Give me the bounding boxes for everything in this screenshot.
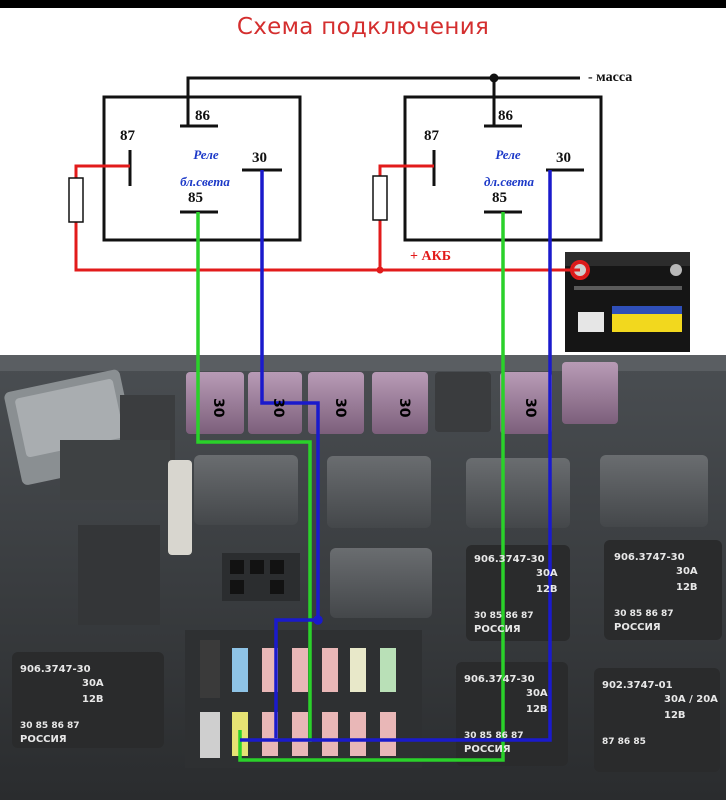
- diagram-title: Схема подключения: [236, 14, 490, 40]
- battery-photo: [565, 252, 690, 352]
- relay-current: 30A: [526, 688, 548, 699]
- relay-voltage: 12B: [536, 584, 558, 595]
- relay-current: 30A: [676, 566, 698, 577]
- relay-pins: 30 85 86 87: [474, 611, 534, 621]
- relay2-pin87: 87: [424, 128, 439, 144]
- fuse-rating: 30: [522, 398, 538, 418]
- fuse-rating: 30: [332, 398, 348, 418]
- relay-voltage: 12B: [82, 694, 104, 705]
- relay1-name-line1: Реле: [193, 147, 219, 162]
- relay2-pin85: 85: [492, 190, 507, 206]
- relay1-pin87: 87: [120, 128, 135, 144]
- relay-photo-1: [12, 652, 164, 748]
- relay-voltage: 12B: [526, 704, 548, 715]
- relay-current: 30A / 20A: [664, 694, 718, 705]
- relay-current: 30A: [82, 678, 104, 689]
- relay-part-number: 906.3747-30: [464, 674, 535, 685]
- relay1-pin30: 30: [252, 150, 267, 166]
- relay-voltage: 12B: [664, 710, 686, 721]
- ground-label: - масса: [588, 70, 633, 85]
- relay-photo-2: [466, 545, 570, 641]
- relay-part-number: 902.3747-01: [602, 680, 673, 691]
- top-bar: [0, 0, 726, 8]
- relay-part-number: 906.3747-30: [474, 554, 545, 565]
- fuse-rating: 30: [210, 398, 226, 418]
- relay-pins: 87 86 85: [602, 737, 646, 747]
- relay-photo-5: [594, 668, 720, 772]
- inline-fuses: [68, 175, 388, 223]
- relay-part-number: 906.3747-30: [20, 664, 91, 675]
- fuse-box-photo: [0, 355, 726, 800]
- relay-country: РОССИЯ: [474, 624, 521, 635]
- relay-part-number: 906.3747-30: [614, 552, 685, 563]
- relay-country: РОССИЯ: [20, 734, 67, 745]
- relay-pins: 30 85 86 87: [464, 731, 524, 741]
- relay-pins: 30 85 86 87: [614, 609, 674, 619]
- fuse-rating: 30: [270, 398, 286, 418]
- power-wire: [74, 164, 580, 272]
- signal-wire: [240, 170, 552, 742]
- battery-plus-label: + АКБ: [410, 249, 451, 264]
- relay1-pin85: 85: [188, 190, 203, 206]
- relay-voltage: 12B: [676, 582, 698, 593]
- relay2-name-line1: Реле: [495, 147, 521, 162]
- relay-photo-3: [604, 540, 722, 640]
- relay-current: 30A: [536, 568, 558, 579]
- relay-country: РОССИЯ: [464, 744, 511, 755]
- relay-country: РОССИЯ: [614, 622, 661, 633]
- ground-wire: [186, 73, 580, 126]
- relay2-pin86: 86: [498, 108, 513, 124]
- relay1-name-line2: бл.света: [180, 174, 230, 189]
- relay-pins: 30 85 86 87: [20, 721, 80, 731]
- relay-box-1: [102, 95, 302, 242]
- fuse-rating: 30: [396, 398, 412, 418]
- relay2-name-line2: дл.света: [483, 174, 534, 189]
- blade-fuses: [200, 640, 396, 758]
- relay1-pin86: 86: [195, 108, 210, 124]
- control-wire: [196, 212, 505, 762]
- relay2-pin30: 30: [556, 150, 571, 166]
